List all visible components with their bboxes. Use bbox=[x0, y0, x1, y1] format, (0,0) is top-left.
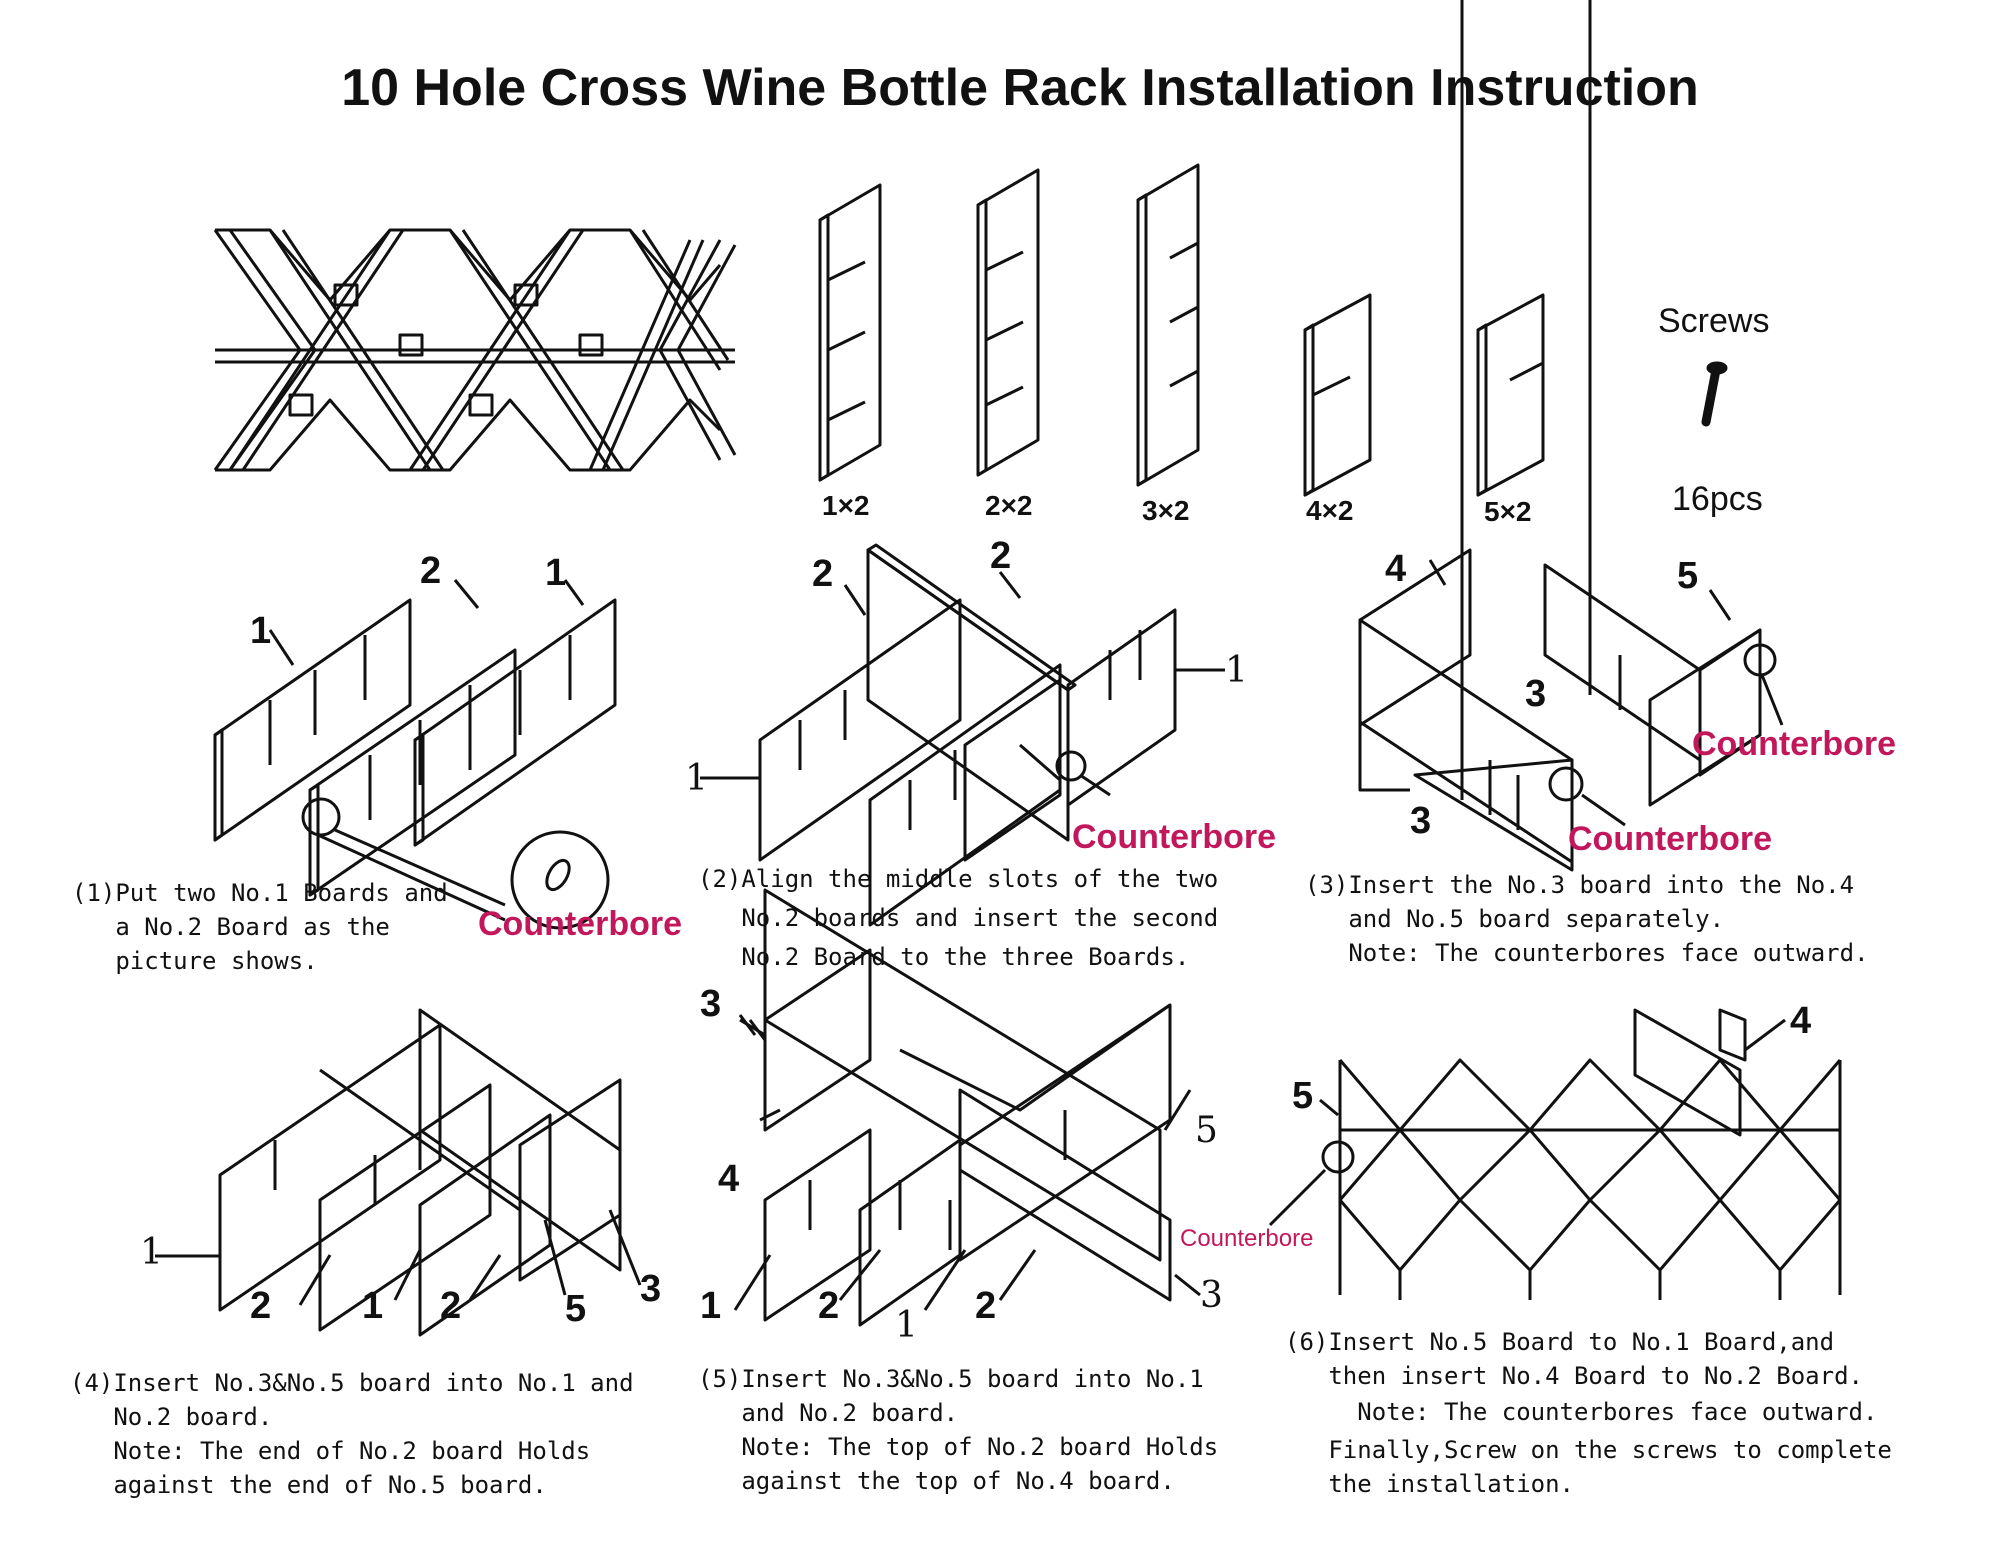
parts-board-4 bbox=[1303, 293, 1372, 497]
step-6-counterbore-label: Counterbore bbox=[1180, 1225, 1314, 1252]
step-4-number-2b: 2 bbox=[440, 1285, 462, 1327]
step-3-counterbore-label-a: Counterbore bbox=[1692, 725, 1896, 763]
step-5-number-4: 4 bbox=[718, 1158, 740, 1200]
step-4-number-5: 5 bbox=[565, 1288, 587, 1330]
screws-label: Screws bbox=[1658, 302, 1770, 340]
step-6-caption: (6)Insert No.5 Board to No.1 Board,and t… bbox=[1285, 1328, 1892, 1498]
step-5-number-5: 5 bbox=[1195, 1110, 1218, 1151]
step-4-number-1a: 1 bbox=[140, 1232, 163, 1273]
parts-board-2 bbox=[976, 168, 1040, 477]
step-5-number-1a: 1 bbox=[700, 1285, 722, 1327]
step-5-number-2b: 2 bbox=[975, 1285, 997, 1327]
board-3-quantity-label: 3×2 bbox=[1142, 495, 1190, 526]
step-5-number-3a: 3 bbox=[700, 983, 722, 1025]
screw-icon bbox=[1701, 361, 1728, 427]
step-3-illustration bbox=[1358, 0, 1784, 872]
step-1-illustration bbox=[213, 579, 617, 930]
parts-board-3 bbox=[1136, 163, 1200, 487]
step-3-counterbore-label-b: Counterbore bbox=[1568, 820, 1772, 858]
assembled-rack-illustration bbox=[213, 228, 737, 472]
step-3-number-4: 4 bbox=[1385, 548, 1407, 590]
step-4-caption: (4)Insert No.3&No.5 board into No.1 and … bbox=[70, 1369, 634, 1499]
step-2-number-1a: 1 bbox=[1225, 650, 1248, 691]
step-1-number-2: 2 bbox=[420, 550, 442, 592]
step-1-caption: (1)Put two No.1 Boards and a No.2 Board … bbox=[72, 879, 448, 975]
step-3-number-5: 5 bbox=[1677, 555, 1699, 597]
step-4-number-2a: 2 bbox=[250, 1285, 272, 1327]
step-3-number-3b: 3 bbox=[1410, 800, 1432, 842]
step-5-number-1b: 1 bbox=[895, 1305, 918, 1346]
step-4-number-3: 3 bbox=[640, 1268, 662, 1310]
step-1-counterbore-label: Counterbore bbox=[478, 905, 682, 943]
step-5-caption: (5)Insert No.3&No.5 board into No.1 and … bbox=[698, 1365, 1219, 1495]
step-2-number-2a: 2 bbox=[812, 553, 834, 595]
page-title: 10 Hole Cross Wine Bottle Rack Installat… bbox=[341, 59, 1699, 117]
step-5-number-3b: 3 bbox=[1200, 1275, 1223, 1316]
step-4-number-1b: 1 bbox=[362, 1285, 384, 1327]
board-1-quantity-label: 1×2 bbox=[822, 490, 870, 521]
parts-board-1 bbox=[818, 183, 882, 482]
screws-count: 16pcs bbox=[1672, 480, 1763, 518]
board-4-quantity-label: 4×2 bbox=[1306, 495, 1354, 526]
step-6-number-5: 5 bbox=[1292, 1075, 1314, 1117]
parts-board-5 bbox=[1476, 293, 1545, 497]
step-1-number-3: 1 bbox=[545, 552, 567, 594]
board-5-quantity-label: 5×2 bbox=[1484, 496, 1532, 527]
step-2-number-2b: 2 bbox=[990, 535, 1012, 577]
step-4-illustration bbox=[155, 1008, 642, 1337]
step-6-number-4: 4 bbox=[1790, 1000, 1812, 1042]
step-2-number-1b: 1 bbox=[685, 758, 708, 799]
step-2-counterbore-label: Counterbore bbox=[1072, 818, 1276, 856]
board-2-quantity-label: 2×2 bbox=[985, 490, 1033, 521]
step-1-number-1: 1 bbox=[250, 610, 272, 652]
step-5-illustration bbox=[733, 888, 1201, 1327]
step-3-caption: (3)Insert the No.3 board into the No.4 a… bbox=[1305, 871, 1869, 967]
step-3-number-3a: 3 bbox=[1525, 673, 1547, 715]
step-2-illustration bbox=[700, 543, 1225, 927]
step-6-illustration bbox=[1268, 1008, 1842, 1300]
step-5-number-2a: 2 bbox=[818, 1285, 840, 1327]
step-2-caption: (2)Align the middle slots of the two No.… bbox=[698, 865, 1219, 971]
